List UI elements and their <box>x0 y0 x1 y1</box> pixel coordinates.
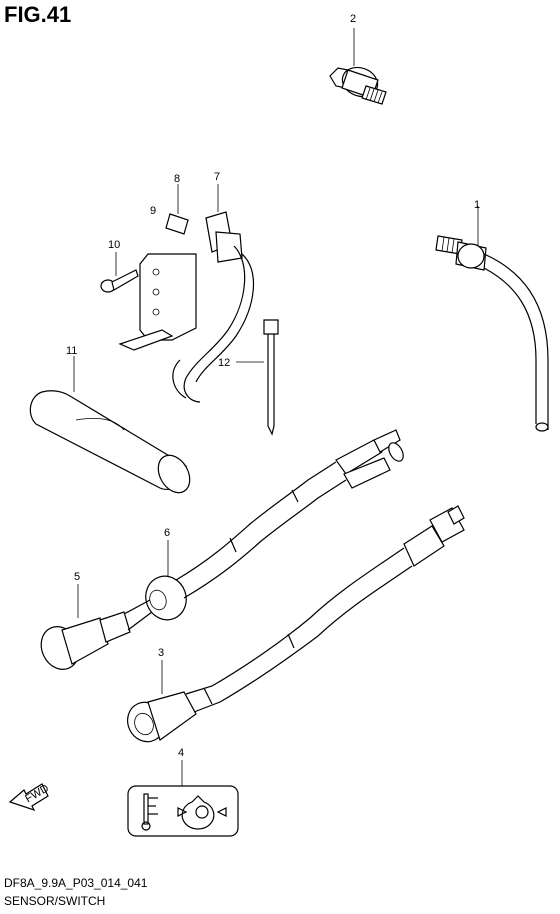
callout-11: 11 <box>66 345 77 357</box>
callout-12: 12 <box>218 357 230 369</box>
part-4-label-plate[interactable] <box>127 760 239 837</box>
part-6-grommet[interactable] <box>140 540 193 626</box>
drawing-name: SENSOR/SWITCH <box>4 894 106 908</box>
callout-9: 9 <box>150 205 156 217</box>
part-10-screw[interactable] <box>100 252 139 293</box>
callout-4: 4 <box>178 747 184 759</box>
figure-title: FIG.41 <box>4 2 72 27</box>
part-1-temp-sensor[interactable] <box>435 206 549 432</box>
callout-5: 5 <box>74 571 80 583</box>
part-5-harness[interactable] <box>175 429 406 599</box>
callout-8: 8 <box>174 173 180 185</box>
part-5-switch[interactable] <box>34 584 153 676</box>
part-3-sensor[interactable] <box>121 660 197 748</box>
fwd-arrow-icon: FWD <box>8 782 51 812</box>
callout-3: 3 <box>158 647 164 659</box>
callout-1: 1 <box>474 199 480 211</box>
callout-2: 2 <box>350 13 356 25</box>
callout-7: 7 <box>214 171 220 183</box>
part-9-bracket[interactable] <box>118 253 197 351</box>
part-3-harness[interactable] <box>185 505 465 713</box>
callout-10: 10 <box>108 239 120 251</box>
drawing-code: DF8A_9.9A_P03_014_041 <box>4 876 148 890</box>
part-11-tube[interactable] <box>29 356 196 498</box>
callout-6: 6 <box>164 527 170 539</box>
part-7-neutral-switch[interactable] <box>172 184 255 403</box>
part-12-cable-tie[interactable] <box>236 319 279 436</box>
part-8-spacer[interactable] <box>165 184 189 235</box>
part-2-pressure-sensor[interactable] <box>329 28 387 105</box>
